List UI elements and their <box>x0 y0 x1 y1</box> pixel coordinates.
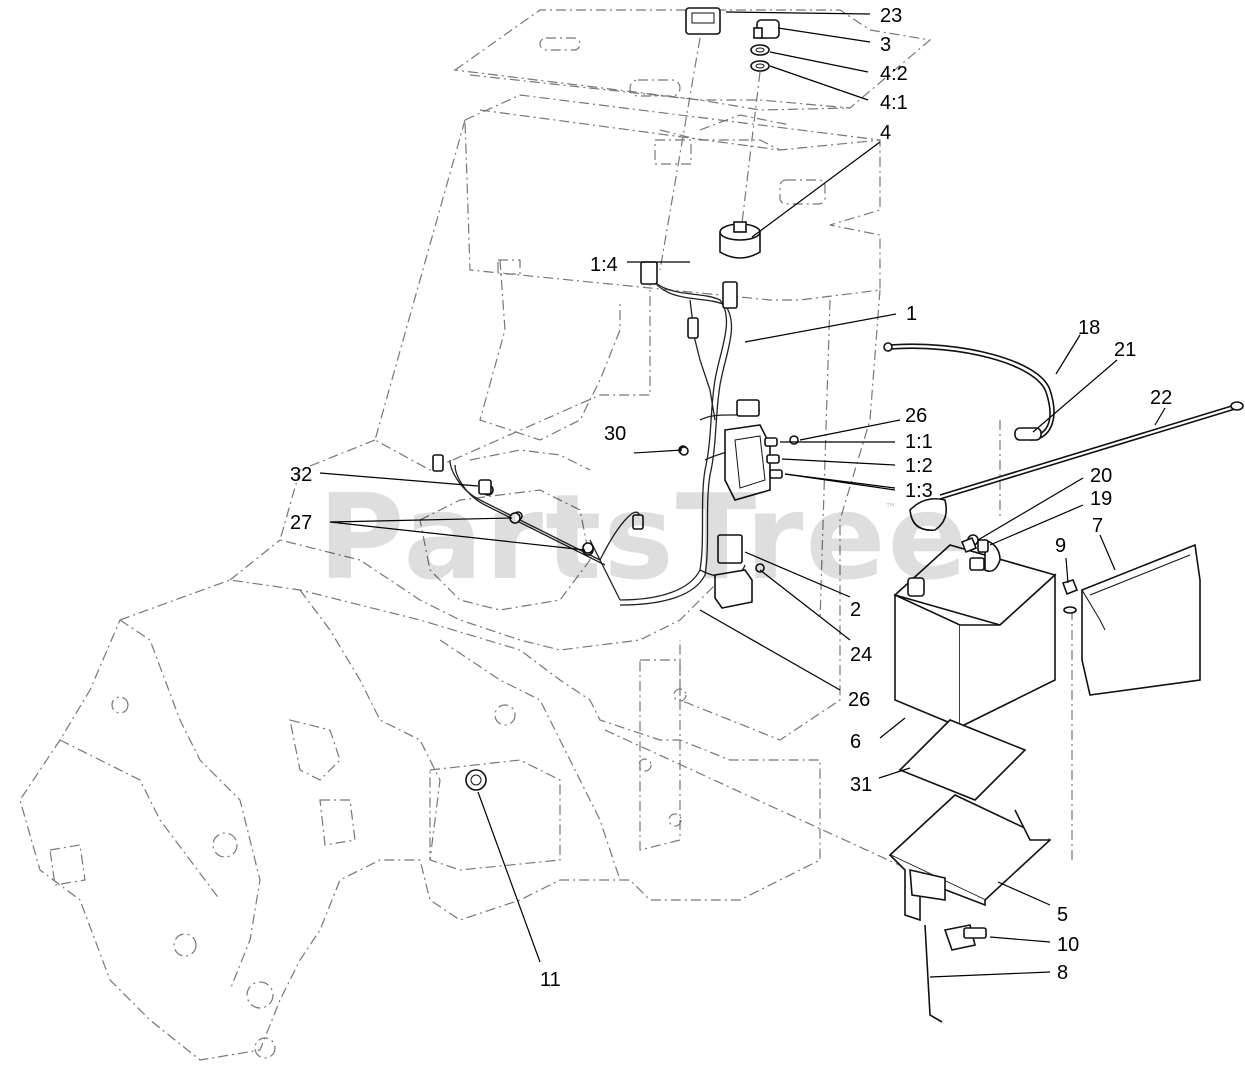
hour-meter-part <box>659 7 721 271</box>
battery-cover-part <box>1081 543 1201 696</box>
callout-4-2: 4:2 <box>880 63 908 85</box>
grommet-11-part <box>465 769 487 791</box>
callout-4: 4 <box>880 122 891 144</box>
callout-31: 31 <box>850 774 872 796</box>
callout-10: 10 <box>1057 934 1079 956</box>
battery-cable-22-part <box>909 401 1244 531</box>
callout-2: 2 <box>850 599 861 621</box>
callout-11: 11 <box>540 969 561 991</box>
callout-21: 21 <box>1114 339 1136 361</box>
callout-1-1: 1:1 <box>905 431 933 453</box>
connector-30-part <box>679 446 689 456</box>
callout-1: 1 <box>906 303 917 325</box>
callout-20: 20 <box>1090 465 1112 487</box>
battery-tray-part <box>888 794 1052 922</box>
callout-3: 3 <box>880 34 891 56</box>
callout-8: 8 <box>1057 962 1068 984</box>
callout-19: 19 <box>1090 488 1112 510</box>
relay-part <box>714 534 765 609</box>
battery-part <box>893 534 1057 729</box>
callout-23: 23 <box>880 5 902 27</box>
callout-27: 27 <box>290 512 312 534</box>
watermark-trademark: ™ <box>885 501 897 515</box>
callout-1-4: 1:4 <box>590 254 618 276</box>
callout-1-2: 1:2 <box>905 455 933 477</box>
callout-7: 7 <box>1092 515 1103 537</box>
callout-18: 18 <box>1078 317 1100 339</box>
callout-1-3: 1:3 <box>905 480 933 502</box>
connector-32-part <box>478 479 492 495</box>
hold-down-rod-part <box>924 924 943 1023</box>
watermark: PartsTree <box>318 468 970 606</box>
callout-6: 6 <box>850 731 861 753</box>
frame-outline <box>19 9 1073 1061</box>
ignition-switch-part <box>719 221 761 259</box>
callout-32: 32 <box>290 464 312 486</box>
callout-5: 5 <box>1057 904 1068 926</box>
fuse-block-part <box>724 424 799 501</box>
callout-4-1: 4:1 <box>880 92 908 114</box>
callout-labels: 23 3 4:2 4:1 4 1 1:4 18 21 22 26 1:1 1:2… <box>290 5 1172 991</box>
parts <box>432 7 1244 1023</box>
leader-lines <box>319 11 1166 978</box>
callout-26-top: 26 <box>905 405 927 427</box>
connector-27b-part <box>582 542 594 554</box>
callout-26-bottom: 26 <box>848 689 870 711</box>
callout-9: 9 <box>1055 535 1066 557</box>
battery-pad-part <box>898 719 1027 801</box>
key-part <box>739 19 780 241</box>
callout-30: 30 <box>604 423 626 445</box>
bolt-10-part <box>943 924 987 951</box>
battery-cable-18-part <box>883 342 1055 441</box>
callout-22: 22 <box>1150 387 1172 409</box>
callout-24: 24 <box>850 644 872 666</box>
hardware-9-20-19-part <box>960 536 1079 614</box>
